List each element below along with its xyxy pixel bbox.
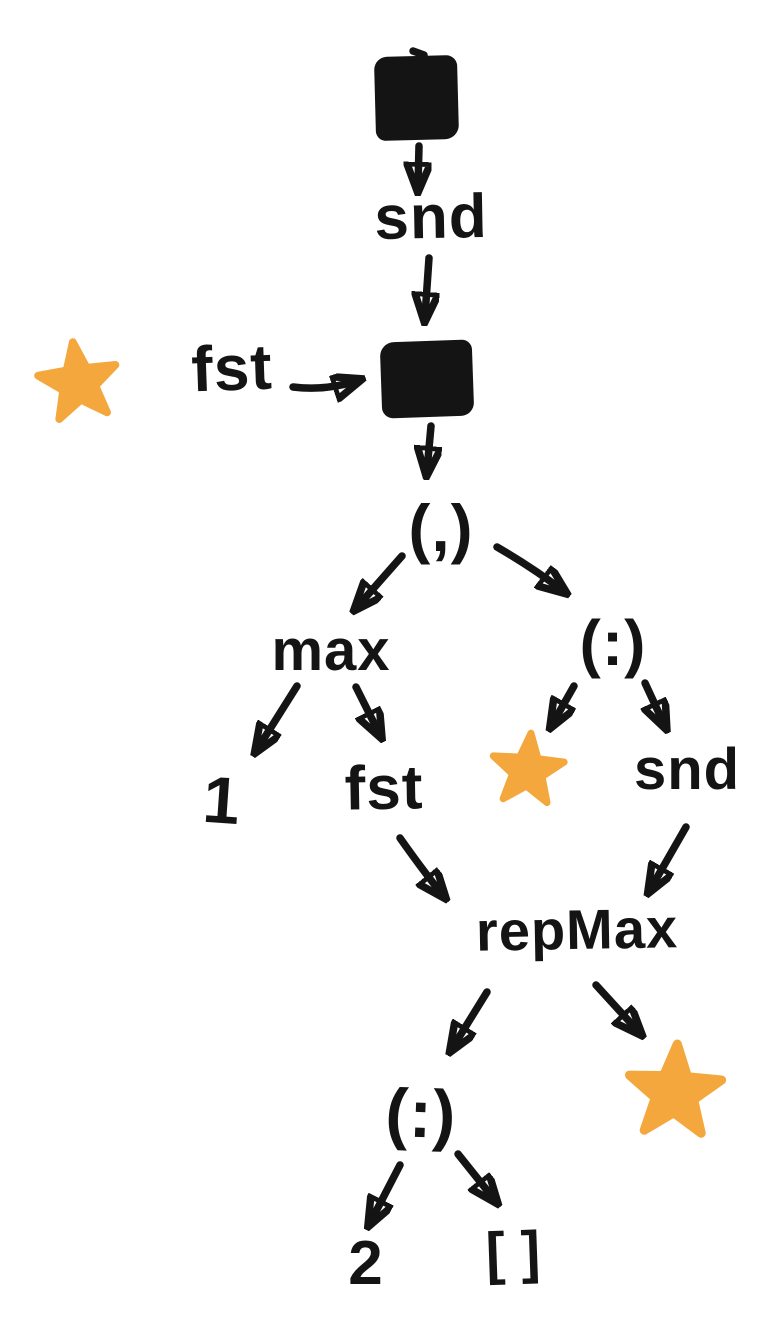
node-repmax: repMax [475, 896, 679, 963]
star-icon-left [34, 338, 120, 423]
node-max: max [271, 618, 391, 683]
node-snd-mid: snd [633, 737, 741, 802]
edge-fst-mid-to-repmax [396, 834, 442, 894]
node-nil: [] [484, 1218, 558, 1287]
thunk-box-top [373, 54, 460, 142]
pen-tick [409, 47, 428, 59]
edge-cons-upper-to-snd [645, 679, 664, 724]
node-cons-lower: (:) [384, 1074, 458, 1154]
star-icon-mid [489, 729, 568, 807]
thunk-box-mid [379, 339, 475, 419]
edge-fst-to-thunk-mid [289, 381, 356, 388]
node-cons-upper: (:) [579, 607, 647, 679]
star-icon-right [624, 1039, 727, 1138]
edge-max-to-fst-mid [352, 683, 379, 733]
node-pair: (,) [408, 491, 474, 565]
edge-max-to-one [258, 682, 301, 748]
node-fst-left: fst [190, 330, 274, 406]
edge-repmax-to-star-right [592, 981, 638, 1031]
edge-cons-lower-to-two [371, 1161, 404, 1221]
edge-repmax-to-cons-lower [453, 988, 491, 1047]
node-one: 1 [200, 761, 244, 839]
edge-cons-upper-to-star [553, 682, 578, 723]
edge-cons-lower-to-nil [454, 1150, 494, 1199]
node-two: 2 [348, 1229, 384, 1298]
edge-pair-to-cons-upper [493, 543, 562, 590]
node-fst-mid: fst [344, 753, 424, 824]
node-snd-top: snd [373, 182, 489, 253]
edge-snd-mid-to-repmax [651, 823, 690, 888]
edge-snd-to-thunk-mid [425, 254, 429, 316]
edge-pair-to-max [358, 552, 406, 606]
edge-thunk-mid-to-pair [427, 422, 431, 470]
edge-thunk-top-to-snd [418, 142, 419, 186]
